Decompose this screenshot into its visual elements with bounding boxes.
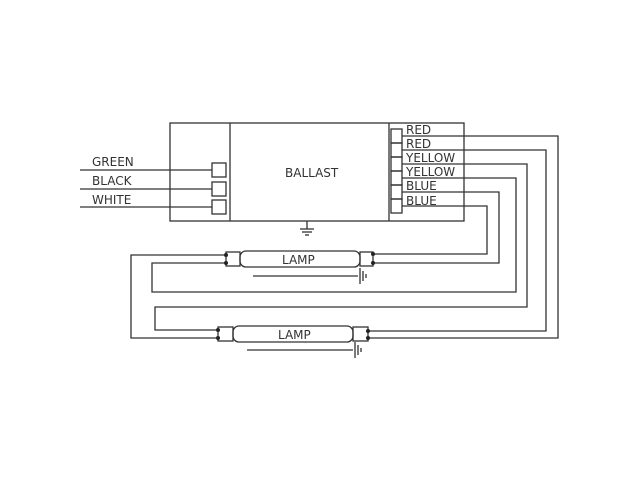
ground-icon [359, 268, 367, 284]
input-wires: GREEN BLACK WHITE [80, 155, 227, 215]
lamp-2-label: LAMP [278, 328, 311, 342]
wire-label-blue-1: BLUE [406, 179, 437, 193]
lamp-2: LAMP [216, 325, 370, 358]
wire-label-black: BLACK [92, 174, 133, 188]
ballast: BALLAST [169, 122, 465, 222]
lamp-1-label: LAMP [282, 253, 315, 267]
ballast-label: BALLAST [285, 166, 339, 180]
wire-label-yellow-2: YELLOW [405, 165, 455, 179]
wire-label-white: WHITE [92, 193, 131, 207]
wire-label-red-1: RED [406, 123, 431, 137]
ground-icon [354, 342, 362, 358]
output-wires [130, 135, 559, 339]
lamp-1: LAMP [224, 250, 375, 284]
wire-label-blue-2: BLUE [406, 194, 437, 208]
ground-icon [300, 221, 314, 236]
wire-label-green: GREEN [92, 155, 134, 169]
wire-label-yellow-1: YELLOW [405, 151, 455, 165]
wire-label-red-2: RED [406, 137, 431, 151]
